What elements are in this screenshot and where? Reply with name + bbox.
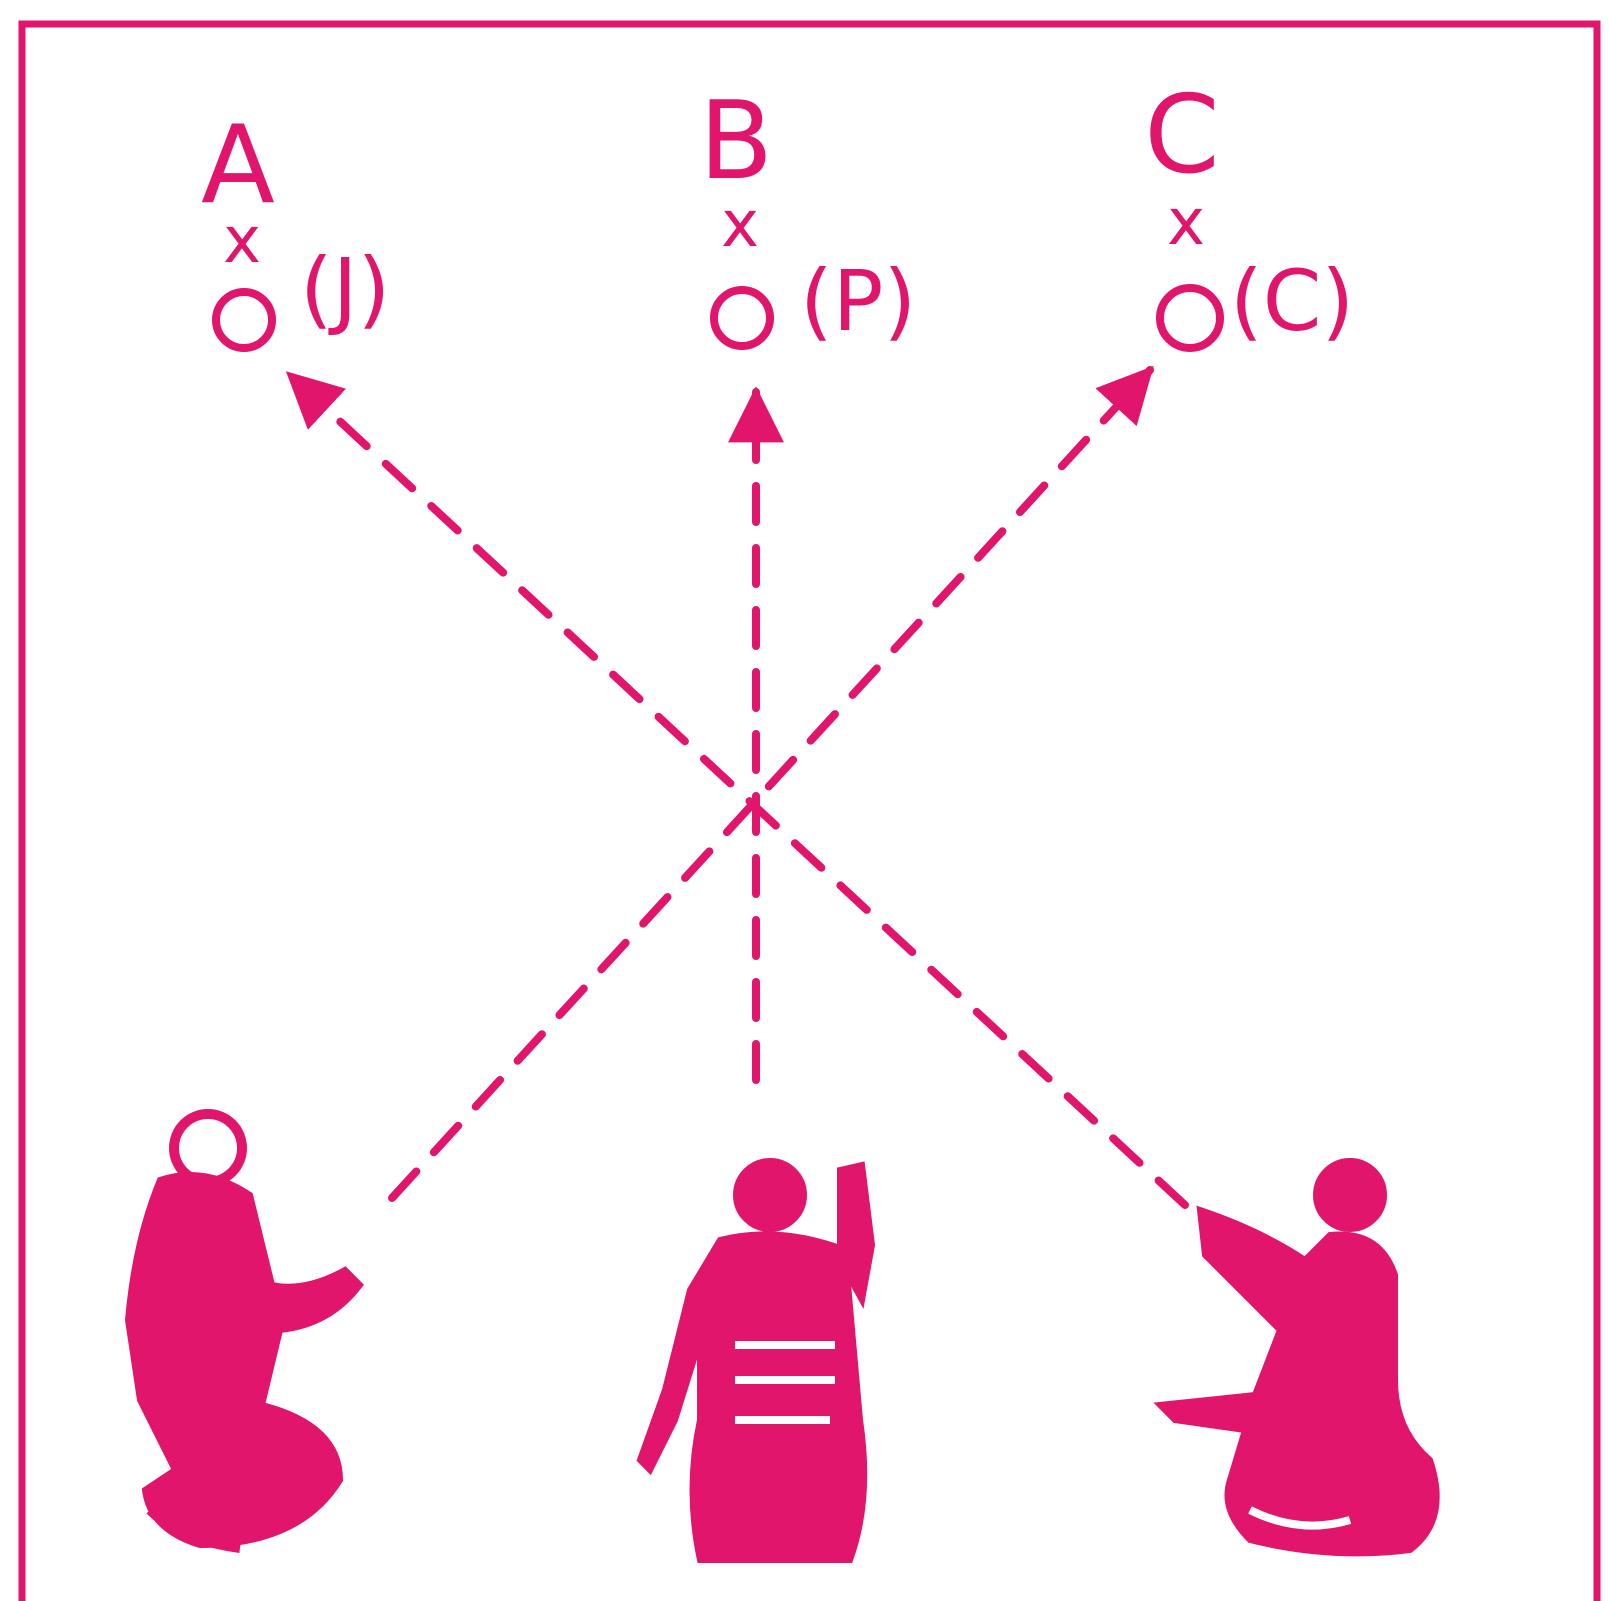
target-b-x-mark: x [721,188,759,262]
target-b-letter: B [699,79,773,204]
kneeling-player-right-icon [1153,1158,1440,1557]
target-a-circle [212,288,276,352]
target-a-letter: A [201,103,275,228]
target-c-x-mark: x [1167,186,1205,260]
frame-border [18,20,1601,1601]
throw-path-right-player-to-a [285,371,1189,1209]
kneeling-player-center-icon [636,1158,876,1563]
target-b-circle [710,286,774,350]
target-c-circle [1156,284,1224,352]
target-a-tag: (J) [300,240,390,338]
target-a-x-mark: x [223,204,261,278]
target-c-tag: (C) [1230,252,1354,350]
target-c-letter: C [1144,73,1219,198]
throw-path-left-player-to-c [388,365,1154,1202]
throw-paths [285,365,1189,1209]
target-b-tag: (P) [800,252,916,350]
kneeling-player-left-icon [124,1109,364,1553]
target-c: C x (C) [1144,73,1354,352]
target-a: A x (J) [201,103,390,352]
target-b: B x (P) [699,79,916,350]
